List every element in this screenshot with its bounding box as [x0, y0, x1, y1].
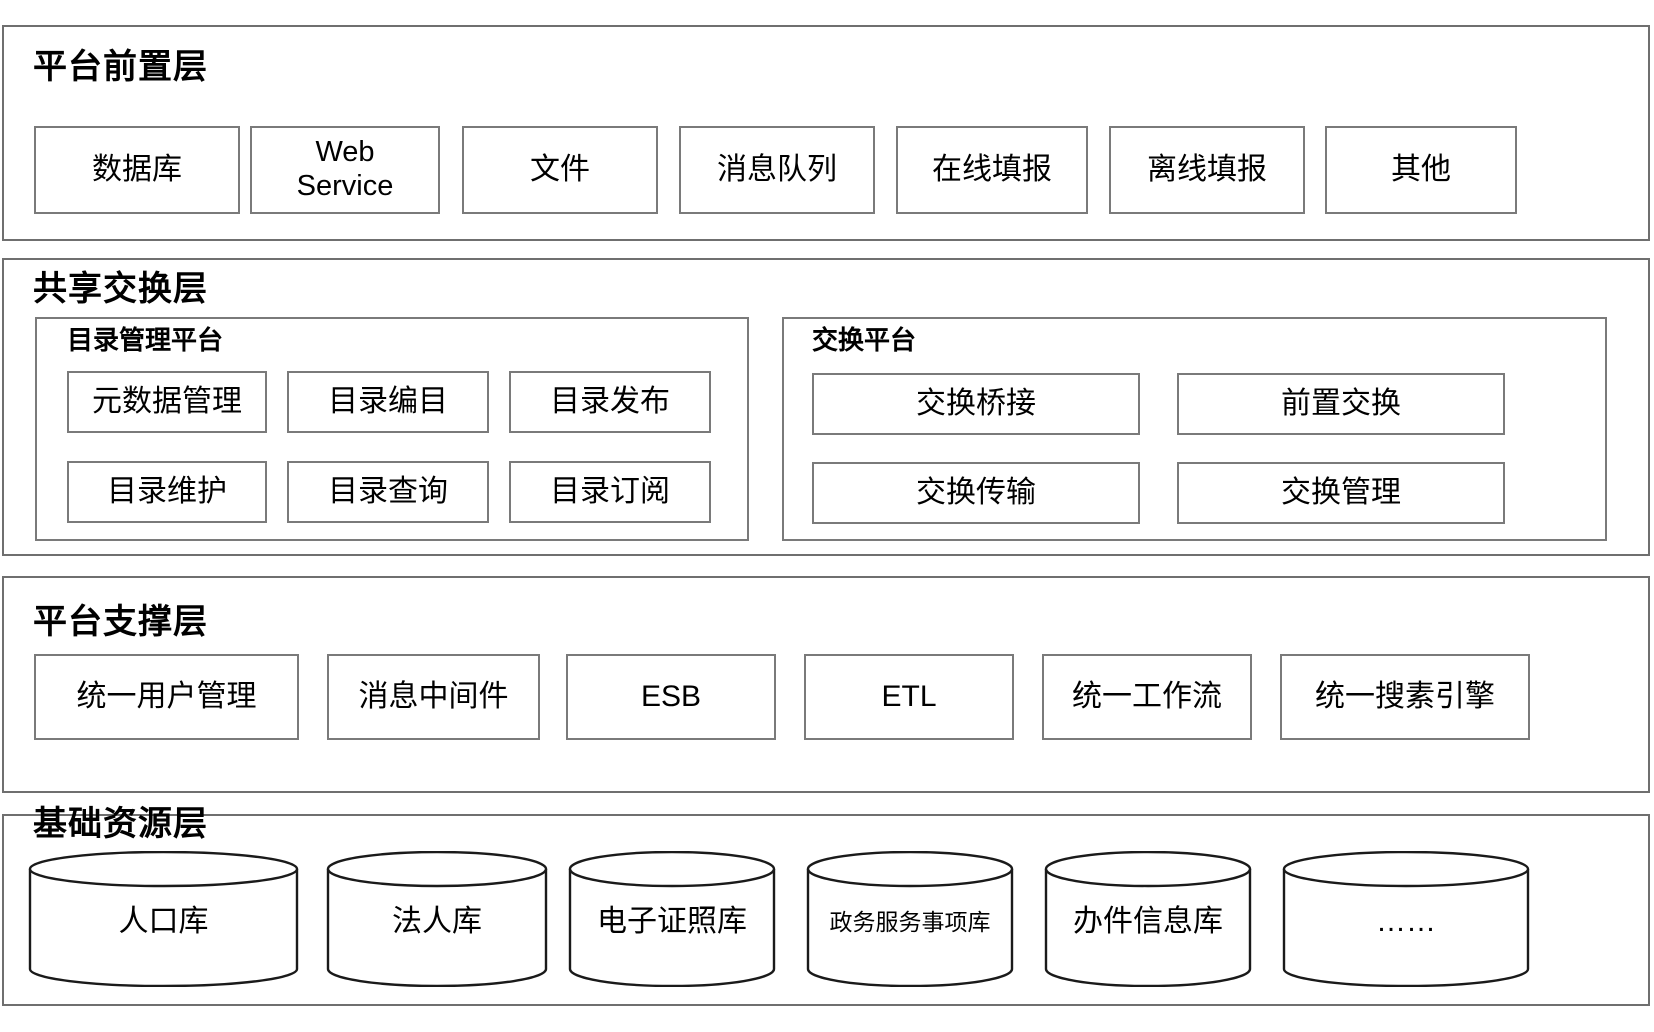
- component-catalog-maintenance[interactable]: 目录维护: [67, 461, 267, 523]
- database-more-label: ……: [1376, 905, 1436, 938]
- database-population[interactable]: 人口库: [28, 851, 299, 987]
- component-front-exchange[interactable]: 前置交换: [1177, 373, 1505, 435]
- component-message-queue[interactable]: 消息队列: [679, 126, 875, 214]
- database-government-service-item-label: 政务服务事项库: [829, 909, 991, 935]
- database-electronic-license[interactable]: 电子证照库: [568, 851, 776, 987]
- database-legal-entity[interactable]: 法人库: [326, 851, 548, 987]
- component-exchange-bridge[interactable]: 交换桥接: [812, 373, 1140, 435]
- component-esb[interactable]: ESB: [566, 654, 776, 740]
- component-catalog-cataloging[interactable]: 目录编目: [287, 371, 489, 433]
- component-catalog-publish[interactable]: 目录发布: [509, 371, 711, 433]
- component-exchange-management[interactable]: 交换管理: [1177, 462, 1505, 524]
- layer-title-front-end: 平台前置层: [33, 48, 208, 86]
- database-government-service-item[interactable]: 政务服务事项库: [806, 851, 1014, 987]
- component-web-service-line1: Web: [315, 136, 375, 169]
- component-online-filling[interactable]: 在线填报: [896, 126, 1088, 214]
- database-case-information[interactable]: 办件信息库: [1044, 851, 1252, 987]
- cylinder-icon: [568, 851, 776, 987]
- component-metadata-management[interactable]: 元数据管理: [67, 371, 267, 433]
- layer-title-base-resource: 基础资源层: [33, 805, 208, 843]
- cylinder-icon: [28, 851, 299, 987]
- cylinder-icon: [1282, 851, 1530, 987]
- cylinder-icon: [326, 851, 548, 987]
- component-unified-workflow[interactable]: 统一工作流: [1042, 654, 1252, 740]
- database-population-label: 人口库: [118, 905, 209, 938]
- component-offline-filling[interactable]: 离线填报: [1109, 126, 1305, 214]
- component-web-service-line2: Service: [296, 170, 394, 202]
- layer-title-platform-support: 平台支撑层: [33, 603, 208, 641]
- component-etl[interactable]: ETL: [804, 654, 1014, 740]
- component-unified-user-management[interactable]: 统一用户管理: [34, 654, 299, 740]
- cylinder-icon: [806, 851, 1014, 987]
- component-unified-search-engine[interactable]: 统一搜素引擎: [1280, 654, 1530, 740]
- database-legal-entity-label: 法人库: [392, 905, 482, 938]
- layer-title-share-exchange: 共享交换层: [33, 270, 208, 308]
- component-web-service[interactable]: Web Service: [250, 126, 440, 214]
- component-exchange-transfer[interactable]: 交换传输: [812, 462, 1140, 524]
- subpanel-title-catalog-management-platform: 目录管理平台: [67, 325, 224, 355]
- database-case-information-label: 办件信息库: [1073, 905, 1223, 938]
- component-database[interactable]: 数据库: [34, 126, 240, 214]
- component-other[interactable]: 其他: [1325, 126, 1517, 214]
- component-catalog-subscribe[interactable]: 目录订阅: [509, 461, 711, 523]
- cylinder-icon: [1044, 851, 1252, 987]
- database-electronic-license-label: 电子证照库: [597, 905, 747, 938]
- component-message-middleware[interactable]: 消息中间件: [327, 654, 540, 740]
- component-file[interactable]: 文件: [462, 126, 658, 214]
- component-catalog-query[interactable]: 目录查询: [287, 461, 489, 523]
- subpanel-title-exchange-platform: 交换平台: [812, 325, 917, 355]
- database-more[interactable]: ……: [1282, 851, 1530, 987]
